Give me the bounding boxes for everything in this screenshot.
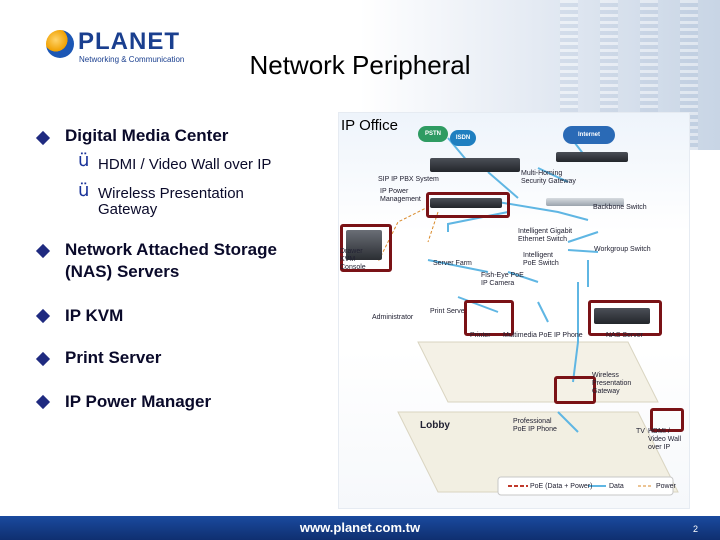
internet-cloud-icon: Internet	[563, 126, 615, 144]
bullet-item: (NAS) Servers	[65, 262, 180, 281]
wireless-gw-label: Wireless Presentation Gateway	[592, 372, 632, 395]
footer-url: www.planet.com.tw	[299, 520, 421, 535]
diagram-title: IP Office	[341, 117, 398, 134]
multihoming-label: Multi-Homing Security Gateway	[521, 170, 576, 185]
sub-bullet-item: Wireless Presentation	[98, 185, 244, 202]
printer-label: Printer	[470, 332, 491, 339]
diagram-connections	[377, 133, 679, 496]
highlight-nas	[588, 300, 662, 336]
logo-tagline: Networking & Communication	[79, 55, 185, 64]
workgroup-label: Workgroup Switch	[594, 246, 651, 253]
administrator-label: Administrator	[372, 314, 414, 321]
bullet-item: Digital Media Center	[65, 126, 229, 145]
highlight-ip-power	[426, 192, 510, 218]
bullet-diamond-icon	[35, 130, 51, 146]
logo-name: PLANET	[78, 28, 180, 55]
ip-power-label: IP Power Management	[380, 188, 421, 203]
isdn-cloud-icon: ISDN	[450, 130, 476, 146]
ip-power-manager-device-icon	[430, 198, 502, 208]
hdmi-label: HDMI / Video Wall over IP	[648, 428, 682, 451]
bullet-diamond-icon	[35, 351, 51, 367]
bullet-diamond-icon	[35, 243, 51, 259]
backbone-label: Backbone Switch	[593, 204, 647, 211]
highlight-kvm	[340, 224, 392, 272]
pro-phone-label: Professional PoE IP Phone	[513, 418, 557, 433]
bullet-item: Network Attached Storage	[65, 240, 277, 259]
nas-label: NAS Server	[606, 332, 643, 339]
drawer-kvm-label: Drawer KVM Console	[340, 248, 366, 271]
legend-data: Data	[609, 483, 624, 490]
fisheye-label: Fish-Eye PoE IP Camera	[481, 272, 524, 287]
backbone-switch-icon	[546, 198, 624, 206]
bullet-item: Print Server	[65, 348, 162, 367]
sub-bullet-item: Gateway	[98, 201, 158, 218]
bullet-item: IP Power Manager	[65, 392, 212, 411]
poe-switch-label: Intelligent PoE Switch	[523, 252, 559, 267]
bullet-diamond-icon	[35, 308, 51, 324]
legend-poe: PoE (Data + Power)	[530, 483, 593, 490]
slide-title: Network Peripheral	[249, 50, 471, 80]
tv-label: TV	[636, 428, 645, 435]
highlight-hdmi	[650, 408, 684, 432]
check-icon: ü	[78, 150, 90, 171]
mm-phone-label: Multimedia PoE IP Phone	[503, 332, 583, 339]
gigabit-switch-label: Intelligent Gigabit Ethernet Switch	[518, 228, 573, 243]
bullet-diamond-icon	[35, 394, 51, 410]
sip-pbx-label: SIP IP PBX System	[378, 176, 439, 183]
planet-logo: PLANET Networking & Communication	[46, 28, 184, 72]
server-farm-label: Server Farm	[433, 260, 472, 267]
footer-bar: www.planet.com.tw 2	[0, 516, 720, 540]
check-icon: ü	[78, 180, 90, 201]
network-diagram: IP Office PSTN ISDN Internet SIP IP PBX …	[338, 112, 690, 509]
print-server-label: Print Server	[430, 308, 467, 315]
sub-bullet-item: HDMI / Video Wall over IP	[98, 156, 272, 173]
nas-server-icon	[594, 308, 650, 324]
sip-pbx-device-icon	[430, 158, 520, 172]
highlight-wireless-gateway	[554, 376, 596, 404]
security-gateway-device-icon	[556, 152, 628, 162]
bullet-item: IP KVM	[65, 306, 124, 325]
legend-power: Power	[656, 483, 676, 490]
highlight-print-server	[464, 300, 514, 336]
page-number: 2	[692, 524, 698, 534]
pstn-cloud-icon: PSTN	[418, 126, 448, 142]
drawer-kvm-icon	[346, 230, 382, 260]
lobby-label: Lobby	[420, 420, 450, 431]
planet-logo-icon	[46, 30, 74, 58]
